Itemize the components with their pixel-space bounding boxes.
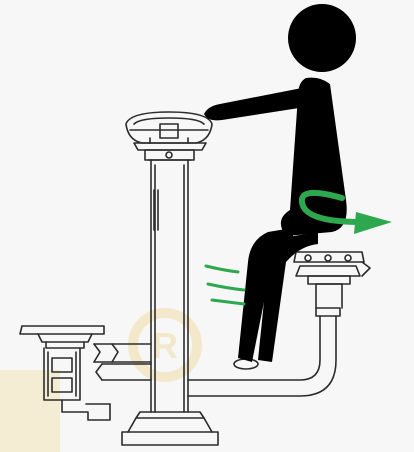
figure-leg-front — [258, 232, 318, 362]
foot-knob — [233, 358, 259, 370]
right-seat — [293, 251, 371, 309]
handle-wheel — [125, 111, 213, 161]
rotation-arrow-icon — [299, 189, 392, 234]
watermark-block — [0, 370, 60, 452]
watermark-registered-mark: R — [0, 308, 202, 452]
figure-head — [288, 4, 356, 72]
watermark-letter: R — [152, 325, 178, 366]
left-arm — [93, 343, 152, 381]
lower-pipe — [187, 307, 341, 397]
base-plate — [121, 411, 219, 446]
watermark-ring — [128, 308, 202, 382]
figure-leg-back — [238, 228, 294, 362]
left-seat — [19, 325, 111, 421]
figure-arm — [204, 88, 312, 121]
motion-lines-icon — [204, 264, 246, 306]
machine-frame — [19, 111, 371, 446]
